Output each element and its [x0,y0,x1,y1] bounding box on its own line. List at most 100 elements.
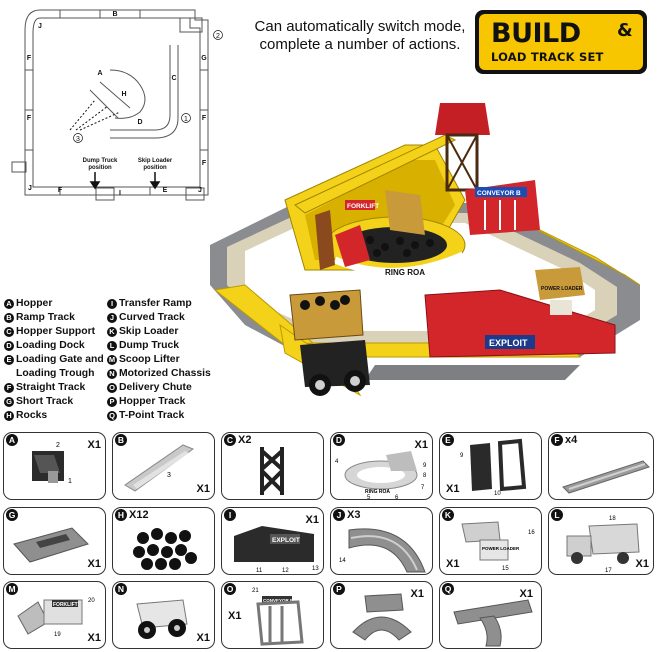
part-number: 21 [252,588,259,594]
part-badge: G [6,509,18,521]
part-number: 3 [167,472,171,479]
part-number: 5 [367,495,371,500]
diagram-label-j: J [28,185,32,192]
logo-build-text: BUILD [491,18,581,49]
diagram-label-f: F [202,160,207,167]
transfer-ramp: EXPLOIT [424,289,616,358]
legend-text: Ramp Track [16,312,75,323]
part-card-i: I X1 EXPLOIT 11 12 13 [221,507,324,575]
part-number: 7 [421,485,425,491]
legend-text: Scoop Lifter [119,354,180,365]
part-quantity: X1 [446,483,460,495]
part-number: 8 [423,473,427,479]
part-badge: N [115,583,127,595]
legend-badge: C [4,327,14,337]
legend-badge: H [4,411,14,421]
motorized-chassis-image [136,599,188,639]
track-set-illustration: RING ROA FORKLIFT CONVEYOR B EXPLOIT [210,103,641,397]
part-badge: M [6,583,18,595]
part-card-b: B X1 3 [112,432,215,500]
part-card-g: G X1 [3,507,106,575]
central-platform: RING ROA FORKLIFT [284,144,466,277]
part-card-p: P X1 [330,581,433,649]
scene-conveyor-sign: CONVEYOR B [477,190,521,197]
legend-text: Curved Track [119,312,185,323]
diagram-label-e: E [163,187,168,194]
part-number: 6 [395,495,399,500]
part-number: 12 [282,568,289,574]
scene-ring-road-sign: RING ROA [385,268,425,277]
legend-text: Straight Track [16,382,86,393]
legend-badge: L [107,341,117,351]
part-number: 14 [339,558,346,564]
hopper-track-image [352,593,412,641]
part-quantity: X3 [347,509,361,521]
part-number: 19 [54,632,61,638]
legend-badge: E [4,355,14,365]
part-number: 20 [88,598,95,604]
part-badge: H [115,509,127,521]
legend-badge: D [4,341,14,351]
rocks-image [133,528,197,570]
scoop-lifter-image: FORKLIFT 19 20 [17,598,95,638]
diagram-label-f: F [27,55,32,62]
scene-power-loader-sign: POWER LOADER [541,286,583,292]
diagram-number-1: 1 [184,116,188,123]
part-number: 10 [494,491,501,497]
part-number: 1 [68,478,72,485]
part-quantity: X1 [305,514,319,526]
legend-badge: J [107,313,117,323]
part-sign: CONVEYOR B [263,598,294,603]
legend-badge: Q [107,411,117,421]
hopper-support-image [260,447,284,495]
part-badge: D [333,434,345,446]
transfer-ramp-image: EXPLOIT 11 12 13 [234,526,319,574]
part-badge: I [224,509,236,521]
part-number: 9 [423,463,427,469]
diagram-label-a: A [97,70,102,77]
legend-badge: G [4,397,14,407]
legend-text: Skip Loader [119,326,179,337]
logo-subtitle: LOAD TRACK SET [491,50,604,64]
legend-badge: F [4,383,14,393]
part-number: 9 [460,453,464,459]
part-badge: J [333,509,345,521]
part-number: 15 [502,566,509,572]
skip-loader: POWER LOADER [535,267,585,315]
diagram-label-g: G [201,55,207,62]
part-badge: L [551,509,563,521]
part-number: 11 [256,568,263,574]
legend-badge: P [107,397,117,407]
legend-badge: O [107,383,117,393]
part-badge: B [115,434,127,446]
part-card-l: L X1 18 17 [548,507,654,575]
part-quantity: x4 [565,434,578,446]
part-quantity: X1 [635,558,649,570]
conveyor-gate: CONVEYOR B [465,180,540,235]
hopper-tower [435,103,490,192]
part-card-a: A X1 2 1 [3,432,106,500]
part-sign: EXPLOIT [272,537,300,544]
part-quantity: X1 [410,588,424,600]
logo-background: BUILD & LOAD TRACK SET [479,14,643,70]
diagram-label-f: F [202,115,207,122]
part-card-o: O X1 CONVEYOR B 21 [221,581,324,649]
part-quantity: X1 [87,558,101,570]
part-card-n: N X1 [112,581,215,649]
part-card-d: D X1 RING ROA 4 5 6 7 8 9 [330,432,433,500]
headline-line-2: complete a number of actions. [259,36,461,53]
diagram-number-2: 2 [216,33,220,40]
scene-exploit-sign: EXPLOIT [489,338,528,348]
part-badge: C [224,434,236,446]
diagram-label-f: F [27,115,32,122]
